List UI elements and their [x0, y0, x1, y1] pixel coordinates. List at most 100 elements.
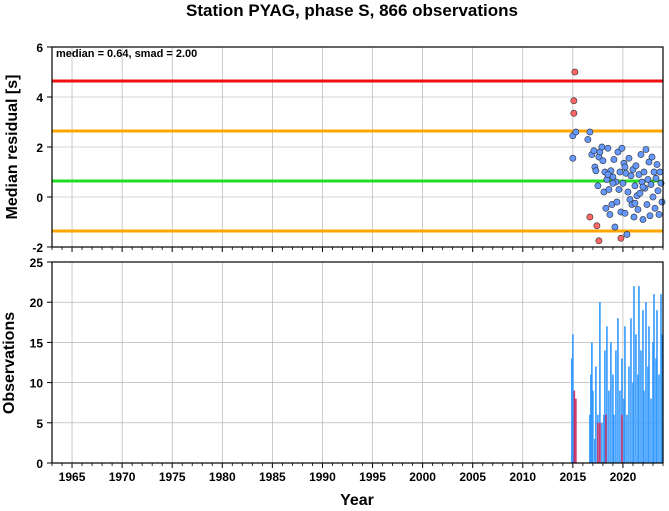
observations-x-tick-label: 2020: [610, 470, 637, 484]
residual-point: [625, 154, 633, 162]
residual-point: [648, 153, 656, 161]
residual-point: [632, 162, 640, 170]
residual-y-tick-label: 0: [36, 191, 43, 205]
observations-x-tick-label: 1990: [309, 470, 336, 484]
outlier-bar: [599, 422, 601, 463]
residual-point: [636, 189, 644, 197]
observation-bar: [592, 390, 594, 463]
residual-point: [618, 144, 626, 152]
observation-bar: [589, 414, 591, 463]
residual-point: [586, 128, 594, 136]
observation-bar: [656, 310, 658, 463]
observation-bar: [648, 326, 650, 463]
residual-point: [642, 146, 650, 153]
residual-point: [639, 216, 647, 223]
outlier-point: [595, 237, 603, 245]
observations-x-tick-label: 2015: [560, 470, 587, 484]
residual-point: [646, 212, 654, 220]
outlier-point: [570, 109, 578, 117]
residual-point: [602, 204, 610, 212]
residual-point: [655, 211, 663, 218]
outlier-bar: [575, 398, 577, 463]
observations-y-axis-title: Observations: [1, 312, 18, 414]
residual-point: [631, 199, 639, 207]
observation-bar: [590, 374, 592, 463]
residual-point: [624, 188, 632, 196]
residual-annotation: median = 0.64, smad = 2.00: [56, 48, 197, 60]
outlier-bar: [621, 414, 623, 463]
outlier-point: [586, 213, 594, 221]
observation-bar: [623, 398, 625, 463]
residual-point: [606, 211, 614, 218]
observation-bar: [660, 294, 662, 463]
residual-y-tick-label: -2: [32, 241, 43, 255]
observations-x-tick-label: 2005: [459, 470, 486, 484]
outlier-point: [593, 222, 601, 230]
observation-bar: [606, 326, 608, 463]
residual-y-tick-label: 4: [36, 91, 43, 105]
residual-point: [569, 154, 577, 162]
observation-bar: [635, 334, 637, 463]
observation-bar: [619, 390, 621, 463]
observations-x-tick-label: 2010: [509, 470, 536, 484]
residual-point: [644, 176, 652, 183]
residual-point: [619, 179, 627, 187]
observation-bar: [640, 350, 642, 463]
observation-bar: [610, 342, 612, 463]
residual-y-tick-label: 2: [36, 141, 43, 155]
observation-bar: [638, 286, 640, 463]
residual-point: [592, 167, 600, 175]
observation-bar: [599, 302, 601, 463]
observations-x-tick-label: 1965: [59, 470, 86, 484]
residual-point: [594, 182, 602, 190]
observations-y-tick-label: 10: [30, 377, 44, 391]
residual-point: [645, 158, 653, 166]
observation-bar: [615, 350, 617, 463]
residual-point: [656, 168, 664, 176]
observation-bar: [594, 438, 596, 463]
observation-bar: [608, 390, 610, 463]
residual-point: [621, 163, 629, 171]
observation-bar: [595, 366, 597, 463]
observations-x-tick-label: 1980: [209, 470, 236, 484]
residual-point: [604, 144, 612, 152]
observations-bars: [571, 286, 663, 463]
residual-point: [604, 171, 612, 178]
residual-point: [598, 143, 606, 151]
residual-point: [634, 206, 642, 213]
observation-bar: [624, 326, 626, 463]
residual-point: [639, 183, 647, 191]
outlier-bar: [605, 414, 607, 463]
residual-point: [572, 128, 580, 136]
residual-point: [610, 156, 618, 163]
residual-point: [616, 168, 624, 176]
residual-reference-lines: [52, 79, 663, 233]
observation-bar: [612, 374, 614, 463]
chart-title: Station PYAG, phase S, 866 observations: [186, 1, 518, 20]
residual-point: [623, 231, 631, 238]
observation-bar: [621, 358, 623, 463]
residual-point: [643, 201, 651, 208]
residual-point: [653, 161, 661, 168]
outlier-bar: [573, 390, 576, 463]
residual-point: [605, 186, 613, 193]
residual-point: [658, 198, 666, 206]
observations-y-tick-label: 0: [36, 457, 43, 471]
observations-y-tick-label: 5: [36, 417, 43, 431]
observations-x-tick-label: 1970: [109, 470, 136, 484]
outlier-point: [571, 68, 579, 76]
x-axis-title: Year: [340, 492, 374, 509]
residual-point: [650, 168, 658, 176]
residual-point: [611, 223, 619, 231]
observation-bar: [632, 382, 634, 463]
residual-point: [613, 198, 621, 206]
residual-point: [637, 151, 645, 158]
residual-point: [627, 172, 635, 180]
observations-y-tick-label: 25: [30, 256, 44, 270]
residual-point: [654, 187, 662, 195]
observation-bar: [617, 318, 619, 463]
residual-point: [615, 186, 623, 193]
